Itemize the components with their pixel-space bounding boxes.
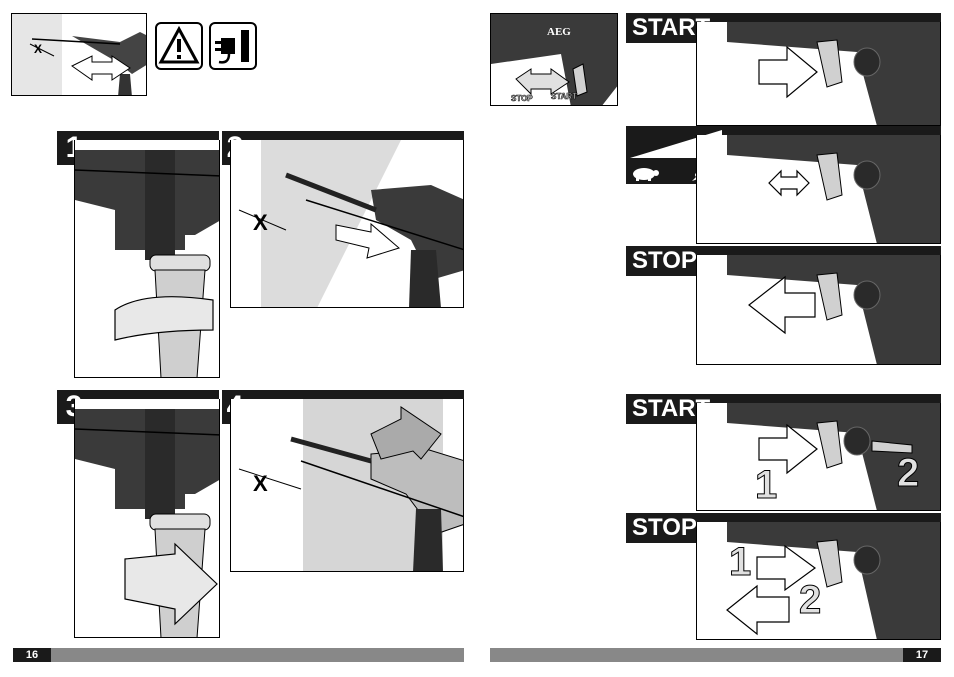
sequence-1-start: 1 (754, 463, 778, 508)
drill-switch-overview-icon (491, 14, 617, 105)
stop-unlock-label: STOP (626, 513, 703, 543)
stop-unlock-header-bar (626, 513, 941, 522)
trigger-lock-icon (727, 403, 940, 510)
trigger-press-icon (727, 22, 940, 125)
speed-panel (696, 135, 941, 244)
stop-label: STOP (626, 246, 703, 276)
drill-handle-lock-icon (75, 409, 219, 637)
step1-header-bar (57, 131, 219, 140)
trigger-release-icon (727, 255, 940, 364)
drill-insert-icon (238, 406, 463, 571)
stop-panel (696, 255, 941, 365)
unplug-icon (209, 22, 257, 70)
switch-overview: AEG STOP START (490, 13, 618, 106)
depth-label-small: X (34, 42, 43, 56)
speed-header-bar (626, 126, 941, 135)
start-lock-panel: 1 2 (696, 403, 941, 511)
stop-header-bar (626, 246, 941, 255)
depth-label-step2: X (253, 210, 268, 235)
step1-panel (74, 140, 220, 378)
start-header-bar (626, 13, 941, 22)
step4-panel: X (230, 399, 464, 572)
overview-stop-label: STOP (511, 94, 533, 104)
left-footer-bar (13, 648, 464, 662)
depth-label-step4: X (253, 471, 268, 496)
page-number-left: 16 (13, 648, 51, 662)
turtle-icon (633, 168, 659, 181)
warning-icon (155, 22, 203, 70)
right-footer-bar (490, 648, 941, 662)
stop-unlock-panel: 1 2 (696, 522, 941, 640)
drill-sketch-icon (29, 14, 146, 95)
drill-handle-rotate-icon (75, 150, 219, 377)
sequence-2-start: 2 (896, 451, 920, 496)
thumbnail-depth-stop: X (11, 13, 147, 96)
overview-start-label: START (551, 92, 578, 102)
step4-header-bar (222, 390, 464, 399)
step2-panel: X (230, 140, 464, 308)
brand-logo: AEG (547, 26, 571, 38)
step3-panel (74, 399, 220, 638)
step2-header-bar (222, 131, 464, 140)
sequence-1-stop: 1 (728, 540, 752, 585)
trigger-variable-icon (727, 135, 940, 243)
page-number-right: 17 (903, 648, 941, 662)
start-panel (696, 22, 941, 126)
step3-header-bar (57, 390, 219, 399)
start-lock-header-bar (626, 394, 941, 403)
trigger-unlock-icon (726, 522, 940, 639)
drill-depth-icon (238, 172, 463, 307)
sequence-2-stop: 2 (798, 578, 822, 623)
